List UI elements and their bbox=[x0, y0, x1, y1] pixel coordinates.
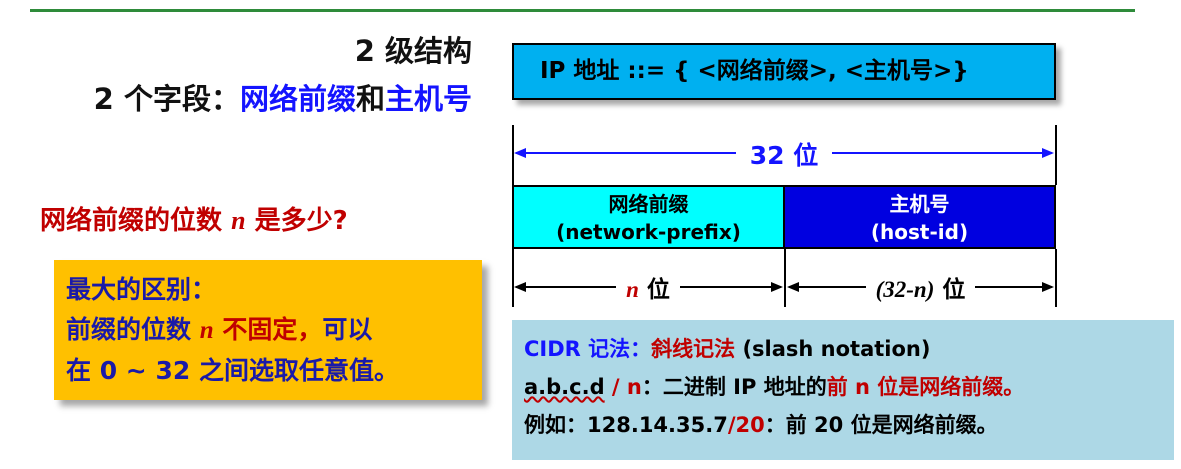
prefix-bits-label-wrap: n 位 bbox=[512, 270, 784, 304]
cidr-example-address: 例如：128.14.35.7 bbox=[524, 413, 728, 437]
question-var-n: n bbox=[231, 206, 246, 235]
cidr-slash-n: / n bbox=[604, 375, 642, 399]
ip-address-definition-box: IP 地址 ::= { <网络前缀>, <主机号>} bbox=[512, 43, 1056, 100]
term-host-id: 主机号 bbox=[384, 82, 472, 116]
slash-notation-en: (slash notation) bbox=[735, 337, 931, 361]
host-label: 主机号 bbox=[889, 192, 950, 216]
cidr-example-tail: ：前 20 位是网络前缀。 bbox=[764, 413, 998, 437]
left-boundary-top bbox=[512, 125, 514, 185]
diff-not-fixed: 不固定， bbox=[213, 315, 323, 344]
question-text-1: 网络前缀的位数 bbox=[40, 206, 232, 236]
cidr-line-2: a.b.c.d / n：二进制 IP 地址的前 n 位是网络前缀。 bbox=[524, 368, 1162, 406]
prefix-label-en: (network-prefix) bbox=[556, 220, 741, 244]
diff-line-3: 在 0 ~ 32 之间选取任意值。 bbox=[66, 356, 399, 385]
title-and: 和 bbox=[355, 82, 385, 116]
cidr-example: 例如：128.14.35.7/20：前 20 位是网络前缀。 bbox=[524, 406, 1162, 444]
cidr-abcd: a.b.c.d bbox=[524, 375, 605, 399]
slash-notation-term: 斜线记法 bbox=[651, 337, 736, 361]
host-bits-label: (32-n) 位 bbox=[865, 277, 976, 303]
middle-boundary-bottom bbox=[784, 249, 786, 307]
question-text-2: 是多少? bbox=[245, 206, 348, 236]
left-boundary-bottom bbox=[512, 249, 514, 307]
cidr-example-slash: /20 bbox=[727, 413, 765, 437]
prefix-bits-var: n bbox=[626, 277, 639, 302]
diff-heading: 最大的区别： bbox=[66, 275, 217, 304]
term-network-prefix: 网络前缀 bbox=[239, 82, 356, 116]
host-bits-label-wrap: (32-n) 位 bbox=[785, 270, 1056, 304]
total-bits-label: 32 位 bbox=[735, 141, 833, 170]
diff-text-b: 可以 bbox=[322, 315, 373, 344]
right-boundary-bottom bbox=[1055, 249, 1057, 307]
title-two-fields-prefix: 2 个字段： bbox=[93, 82, 240, 116]
top-divider-line bbox=[30, 9, 1135, 12]
cidr-title-label: CIDR 记法： bbox=[524, 337, 652, 361]
host-bits-unit: 位 bbox=[934, 277, 966, 303]
host-bits-var: (32-n) bbox=[875, 277, 935, 302]
right-boundary-top bbox=[1055, 125, 1057, 185]
diff-text-a: 前缀的位数 bbox=[66, 315, 200, 344]
network-prefix-field: 网络前缀 (network-prefix) bbox=[512, 185, 785, 249]
prefix-label: 网络前缀 bbox=[608, 192, 689, 216]
title-two-level: 2 级结构 bbox=[354, 34, 472, 68]
host-label-en: (host-id) bbox=[870, 220, 969, 244]
prefix-bits-label: n 位 bbox=[616, 277, 680, 303]
title-two-fields: 2 个字段：网络前缀和主机号 bbox=[10, 76, 472, 118]
cidr-line2-mid: ：二进制 IP 地址的 bbox=[641, 375, 827, 399]
cidr-title: CIDR 记法：斜线记法 (slash notation) bbox=[524, 330, 1162, 368]
total-bits-label-wrap: 32 位 bbox=[512, 136, 1056, 172]
cidr-line2-red: 前 n 位是网络前缀。 bbox=[826, 375, 1025, 399]
prefix-bits-unit: 位 bbox=[638, 277, 670, 303]
diff-line-2: 前缀的位数 n 不固定，可以 bbox=[66, 310, 470, 351]
host-id-field: 主机号 (host-id) bbox=[785, 185, 1056, 249]
key-difference-box: 最大的区别： 前缀的位数 n 不固定，可以 在 0 ~ 32 之间选取任意值。 bbox=[54, 260, 482, 400]
diff-var-n: n bbox=[199, 317, 214, 344]
cidr-notation-box: CIDR 记法：斜线记法 (slash notation) a.b.c.d / … bbox=[512, 320, 1174, 460]
prefix-length-question: 网络前缀的位数 n 是多少? bbox=[40, 200, 348, 237]
